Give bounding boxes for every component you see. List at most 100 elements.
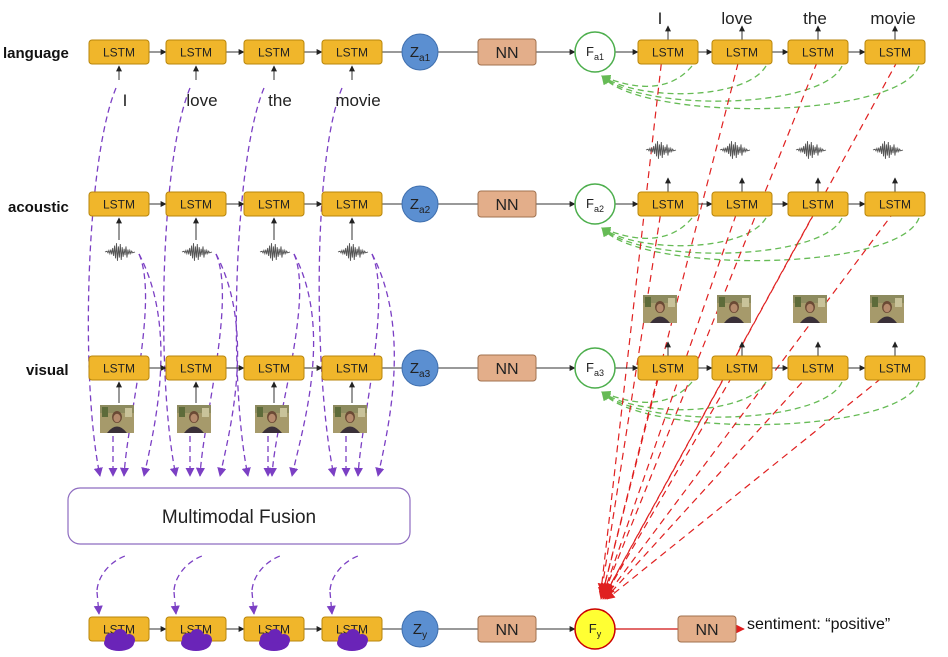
encoder-lstm-language-2: LSTM [165, 39, 227, 65]
decoder-output-word-4: movie [870, 9, 915, 28]
lstm-label: LSTM [258, 362, 290, 376]
lstm-label: LSTM [336, 362, 368, 376]
f-label-acoustic: Fa2 [586, 196, 604, 214]
f-visual-attention-arrow-3 [601, 381, 843, 418]
decoder-video-frame-3-icon [793, 295, 827, 323]
lstm-label: LSTM [879, 46, 911, 60]
input-word-3: the [268, 91, 292, 110]
decoder-lstm-language-4: LSTM [864, 39, 926, 65]
lstm-label: LSTM [336, 46, 368, 60]
decoder-lstm-language-2: LSTM [711, 39, 773, 65]
fy-attention-arrow-2-3 [604, 191, 827, 596]
fy-attention-arrow-1-1 [597, 39, 665, 592]
input-video-frame-2-icon [177, 405, 211, 433]
encoder-lstm-acoustic-4: LSTM [321, 191, 383, 217]
decoder-lstm-visual-3: LSTM [787, 355, 849, 381]
f-visual-attention-arrow-2 [601, 381, 767, 411]
f-label-language: Fa1 [586, 44, 604, 62]
encoder-lstm-visual-3: LSTM [243, 355, 305, 381]
fy-attention-arrow-3-2 [602, 355, 745, 600]
fy-attention-arrow-2-1 [598, 191, 665, 596]
lstm-label: LSTM [103, 198, 135, 212]
fy-attention-arrow-3-1 [598, 355, 665, 600]
encoder-lstm-visual-1: LSTM [88, 355, 150, 381]
decoder-lstm-acoustic-4: LSTM [864, 191, 926, 217]
lstm-label: LSTM [726, 198, 758, 212]
input-waveform-4-icon [337, 243, 369, 261]
nn-box-visual: NN [477, 354, 537, 382]
lstm-label: LSTM [652, 46, 684, 60]
fy-attention-arrow-3-4 [606, 355, 910, 600]
fusion-out-tip-1 [93, 591, 103, 615]
lstm-label: LSTM [103, 46, 135, 60]
f-label-visual: Fa3 [586, 360, 604, 378]
f-label-output: Fy [589, 621, 602, 639]
fy-attention-arrow-3-3 [604, 355, 827, 600]
fusion-arrow-acoustic-3 [267, 253, 301, 477]
input-word-4: movie [335, 91, 380, 110]
decoder-lstm-acoustic-3: LSTM [787, 191, 849, 217]
encoder-lstm-visual-2: LSTM [165, 355, 227, 381]
nn-label: NN [495, 361, 518, 378]
nn-label: NN [495, 45, 518, 62]
lstm-label: LSTM [258, 198, 290, 212]
decoder-lstm-language-3: LSTM [787, 39, 849, 65]
z-node-visual [401, 349, 439, 387]
input-video-frame-1-icon [100, 405, 134, 433]
nn-label: NN [495, 622, 518, 639]
fusion-arrow-acoustic-1 [119, 253, 147, 477]
nn-label: NN [695, 622, 718, 639]
sequence-connections [116, 25, 898, 643]
decoder-output-word-2: love [721, 9, 752, 28]
fusion-arrow-acoustic-4 [353, 253, 380, 477]
f-node-visual [574, 347, 616, 389]
lstm-label: LSTM [336, 198, 368, 212]
fusion-arrow-acoustic-2 [195, 253, 224, 477]
encoder-lstm-acoustic-2: LSTM [165, 191, 227, 217]
nn-box-acoustic: NN [477, 190, 537, 218]
decoder-video-frame-2-icon [717, 295, 751, 323]
lstm-label: LSTM [802, 198, 834, 212]
lstm-label: LSTM [879, 198, 911, 212]
fy-attention-arrow-1-4 [606, 39, 910, 592]
f-language-attention-arrow-1 [601, 65, 693, 87]
row-label-acoustic: acoustic [8, 199, 69, 216]
fusion-out-tip-4 [326, 591, 336, 615]
latent-cloud-3-icon [259, 629, 290, 651]
lstm-label: LSTM [180, 198, 212, 212]
fusion-arrow-acoustic-b-2 [215, 253, 239, 477]
decoder-lstm-acoustic-2: LSTM [711, 191, 773, 217]
encoder-lstm-output-3: LSTM [243, 616, 305, 642]
decoder-waveform-2-icon [719, 141, 751, 159]
f-visual-attention-arrow-1 [601, 381, 693, 403]
decoder-video-frame-1-icon [643, 295, 677, 323]
fusion-arrow-acoustic-b-3 [289, 253, 315, 477]
decoder-lstm-acoustic-1: LSTM [637, 191, 699, 217]
nn-box-output: NN [477, 615, 537, 643]
fusion-out-arrow-2 [173, 555, 203, 591]
multimodal-fusion-box: Multimodal Fusion [67, 487, 411, 545]
input-video-frame-4-icon [333, 405, 367, 433]
encoder-lstm-acoustic-1: LSTM [88, 191, 150, 217]
lstm-label: LSTM [726, 362, 758, 376]
f-acoustic-attention-arrow-1 [601, 217, 693, 239]
fusion-out-arrow-1 [96, 555, 126, 591]
lstm-label: LSTM [103, 362, 135, 376]
row-label-visual: visual [26, 362, 69, 379]
fusion-label: Multimodal Fusion [162, 507, 316, 528]
fusion-arrow-acoustic-b-1 [138, 253, 162, 477]
fusion-out-arrow-4 [329, 555, 359, 591]
lstm-label: LSTM [180, 46, 212, 60]
f-language-attention-arrow-3 [601, 65, 843, 102]
decoder-lstm-language-1: LSTM [637, 39, 699, 65]
encoder-lstm-language-4: LSTM [321, 39, 383, 65]
f-acoustic-attention-arrow-3 [601, 217, 843, 254]
decoder-lstm-visual-4: LSTM [864, 355, 926, 381]
input-waveform-1-icon [104, 243, 136, 261]
nn-box-language: NN [477, 38, 537, 66]
encoder-lstm-acoustic-3: LSTM [243, 191, 305, 217]
dashed-connections [87, 39, 920, 615]
row-label-language: language [3, 45, 69, 62]
decoder-output-word-3: the [803, 9, 827, 28]
